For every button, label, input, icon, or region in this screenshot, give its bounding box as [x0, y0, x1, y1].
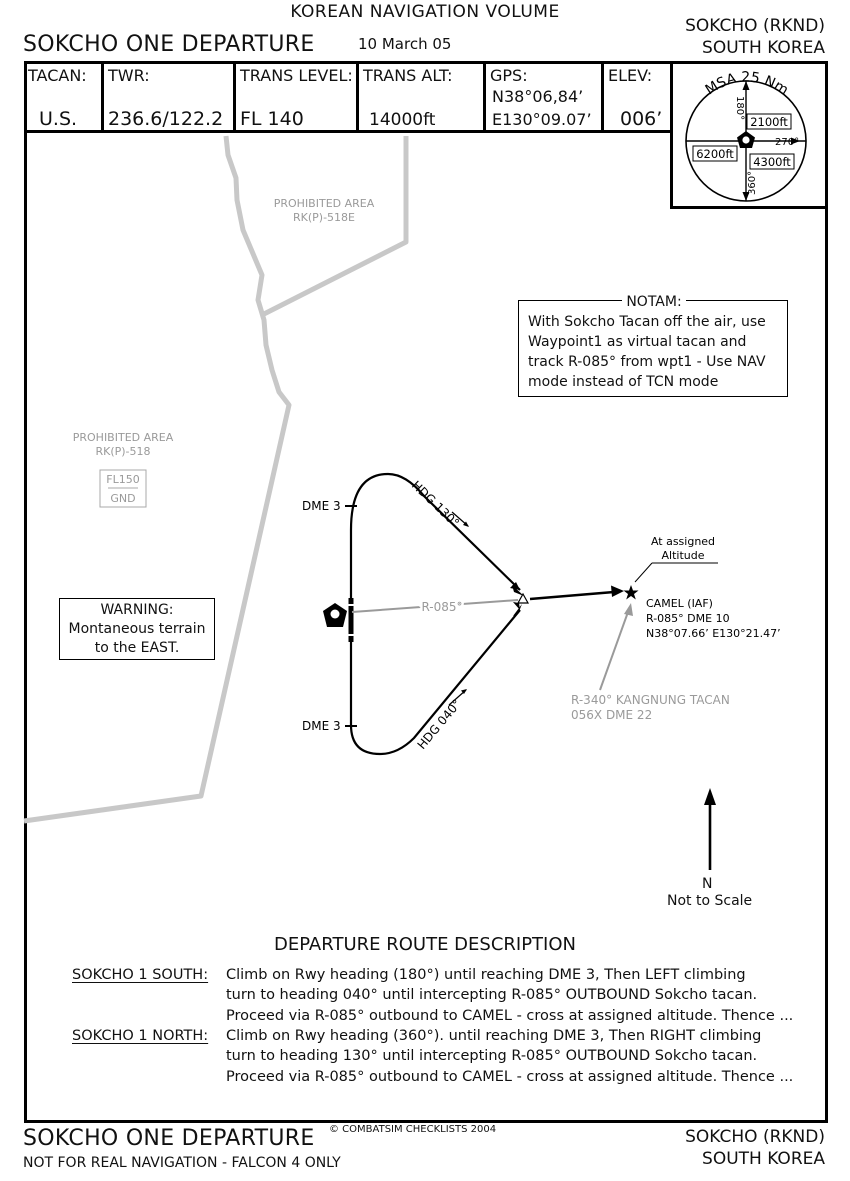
dme3-north-label: DME 3 — [302, 499, 341, 513]
route-south-leg — [349, 609, 521, 756]
altitude-limit-top: FL150 — [106, 473, 140, 486]
south-line3: Proceed via R-085° outbound to CAMEL - c… — [226, 1007, 794, 1024]
elev-label: ELEV: — [608, 66, 653, 85]
warning-line3: to the EAST. — [94, 640, 180, 656]
assigned-altitude-line2: Altitude — [662, 549, 705, 562]
trans-alt-label: TRANS ALT: — [363, 66, 453, 85]
footer-location: SOKCHO (RKND) SOUTH KOREA — [685, 1126, 825, 1170]
notam-body: With Sokcho Tacan off the air, use Waypo… — [528, 314, 766, 390]
description-title: DEPARTURE ROUTE DESCRIPTION — [274, 934, 576, 955]
north-label: N — [702, 876, 713, 892]
departure-route — [345, 472, 624, 756]
hdg-130-label: HDG 130° — [409, 478, 462, 530]
north-arrow-icon — [704, 788, 716, 870]
warning-line2: Montaneous terrain — [68, 621, 206, 637]
trans-level-label: TRANS LEVEL: — [240, 66, 353, 85]
description-south: SOKCHO 1 SOUTH: — [72, 965, 208, 985]
prohibited-area-518e: PROHIBITED AREA RK(P)-518E — [264, 197, 384, 225]
south-line2: turn to heading 040° until intercepting … — [226, 987, 758, 1004]
north-route-name: SOKCHO 1 NORTH: — [72, 1028, 209, 1044]
prohibited-area-518: PROHIBITED AREA RK(P)-518 — [63, 431, 183, 459]
msa-circle — [685, 80, 807, 202]
prohibited-area-boundaries — [23, 135, 409, 824]
page-title: SOKCHO ONE DEPARTURE — [23, 32, 315, 57]
sokcho-tacan-icon — [323, 603, 347, 627]
kangnung-label-line2: 056X DME 22 — [571, 708, 652, 722]
msa-title: MSA 25 Nm — [703, 69, 791, 98]
north-line1: Climb on Rwy heading (360°). until reach… — [226, 1028, 762, 1044]
assigned-leader — [634, 562, 653, 583]
dme3-south-label: DME 3 — [302, 719, 341, 733]
scale-note: Not to Scale — [667, 893, 753, 909]
trans-level-cell: TRANS LEVEL: FL 140 — [236, 61, 359, 130]
msa-alt-ne: 2100ft — [750, 115, 788, 129]
chart-date: 10 March 05 — [358, 35, 452, 53]
notam-title: NOTAM: — [622, 294, 686, 310]
twr-cell: TWR: 236.6/122.2 — [104, 61, 236, 130]
camel-label-line1: CAMEL (IAF) — [646, 597, 713, 610]
prohibited-area-518-line2: RK(P)-518 — [95, 445, 151, 458]
route-to-camel — [529, 590, 615, 601]
elev-cell: ELEV: 006’ — [604, 61, 672, 130]
footer-airport-name: SOKCHO (RKND) — [685, 1127, 825, 1147]
north-line3: Proceed via R-085° outbound to CAMEL - c… — [226, 1068, 794, 1085]
footer-airport-country: SOUTH KOREA — [702, 1149, 825, 1169]
msa-brg-360: 360° — [747, 171, 758, 195]
msa-alt-se: 4300ft — [753, 155, 791, 169]
info-bar: TACAN: U.S. TWR: 236.6/122.2 TRANS LEVEL… — [24, 61, 672, 133]
tacan-value: U.S. — [39, 108, 78, 130]
description-south-text: Climb on Rwy heading (180°) until reachi… — [226, 965, 793, 1026]
camel-label-line2: R-085° DME 10 — [646, 612, 730, 625]
elev-value: 006’ — [620, 108, 663, 130]
gps-cell: GPS: N38°06,84’ E130°09.07’ — [486, 61, 604, 130]
assigned-altitude-line1: At assigned — [651, 535, 715, 548]
route-north-leg — [349, 472, 521, 628]
waypoint1-triangle — [516, 592, 530, 604]
airport-name: SOKCHO (RKND) — [685, 16, 825, 36]
msa-tacan-icon — [737, 131, 755, 148]
description-north: SOKCHO 1 NORTH: — [72, 1026, 208, 1046]
kangnung-radial-line — [599, 611, 629, 691]
chart-frame — [24, 61, 828, 1123]
disclaimer: NOT FOR REAL NAVIGATION - FALCON 4 ONLY — [23, 1155, 341, 1171]
trans-alt-value: 14000ft — [369, 110, 436, 130]
msa-brg-270: 270° — [775, 137, 799, 148]
gps-label: GPS: — [490, 66, 528, 85]
airport-location: SOKCHO (RKND) SOUTH KOREA — [685, 15, 825, 59]
prohibited-area-518e-line1: PROHIBITED AREA — [273, 197, 375, 210]
camel-label-line3: N38°07.66’ E130°21.47’ — [646, 627, 781, 640]
gps-longitude: E130°09.07’ — [492, 110, 592, 129]
trans-level-value: FL 140 — [240, 108, 304, 130]
description-north-text: Climb on Rwy heading (360°). until reach… — [226, 1026, 793, 1087]
radial-085-line — [351, 599, 519, 613]
footer-title: SOKCHO ONE DEPARTURE — [23, 1126, 315, 1151]
camel-star-icon — [623, 585, 639, 600]
prohibited-area-518-line1: PROHIBITED AREA — [72, 431, 174, 444]
twr-value: 236.6/122.2 — [108, 108, 224, 130]
msa-alt-nw: 6200ft — [696, 147, 734, 161]
volume-title: KOREAN NAVIGATION VOLUME — [290, 2, 560, 22]
prohibited-area-518e-line2: RK(P)-518E — [293, 211, 355, 224]
kangnung-label-line1: R-340° KANGNUNG TACAN — [571, 693, 730, 707]
copyright: © COMBATSIM CHECKLISTS 2004 — [329, 1124, 497, 1135]
hdg-040-label: HDG 040° — [415, 697, 464, 752]
gps-latitude: N38°06,84’ — [492, 87, 584, 106]
twr-label: TWR: — [108, 66, 150, 85]
north-line2: turn to heading 130° until intercepting … — [226, 1048, 758, 1065]
radial-label: R-085° — [421, 600, 462, 614]
south-line1: Climb on Rwy heading (180°) until reachi… — [226, 967, 746, 983]
msa-box — [670, 61, 825, 209]
altitude-limit-box — [99, 469, 147, 508]
airport-country: SOUTH KOREA — [702, 38, 825, 58]
tacan-cell: TACAN: U.S. — [24, 61, 104, 130]
tacan-label: TACAN: — [28, 66, 87, 85]
altitude-limit-bottom: GND — [110, 492, 136, 505]
warning-box: WARNING: Montaneous terrain to the EAST. — [59, 598, 215, 660]
trans-alt-cell: TRANS ALT: 14000ft — [359, 61, 486, 130]
south-route-name: SOKCHO 1 SOUTH: — [72, 967, 209, 983]
warning-line1: WARNING: — [100, 602, 174, 618]
notam-box: NOTAM: With Sokcho Tacan off the air, us… — [518, 294, 788, 397]
msa-brg-180: 180° — [734, 96, 745, 120]
